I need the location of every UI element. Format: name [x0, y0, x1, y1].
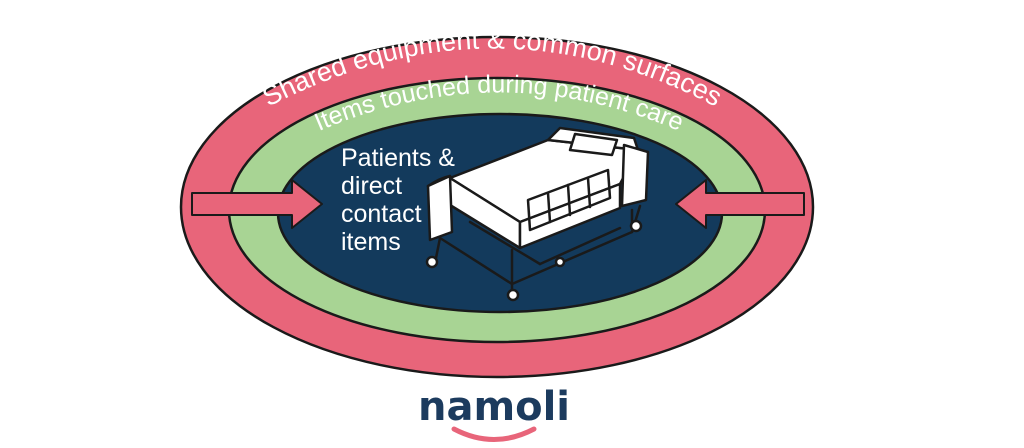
- core-label-line: contact: [341, 200, 422, 228]
- core-label-line: Patients &: [341, 144, 455, 172]
- smile-icon: [451, 426, 537, 442]
- core-label-line: direct: [341, 172, 402, 200]
- core-label: Patients & direct contact items: [341, 144, 455, 256]
- hospital-bed-icon: [425, 126, 650, 302]
- brand-name: namoli: [418, 384, 570, 430]
- core-label-line: items: [341, 228, 401, 256]
- brand-logo: namoli: [418, 384, 570, 442]
- arrow-right-icon: [191, 179, 323, 229]
- arrow-left-icon: [675, 179, 805, 229]
